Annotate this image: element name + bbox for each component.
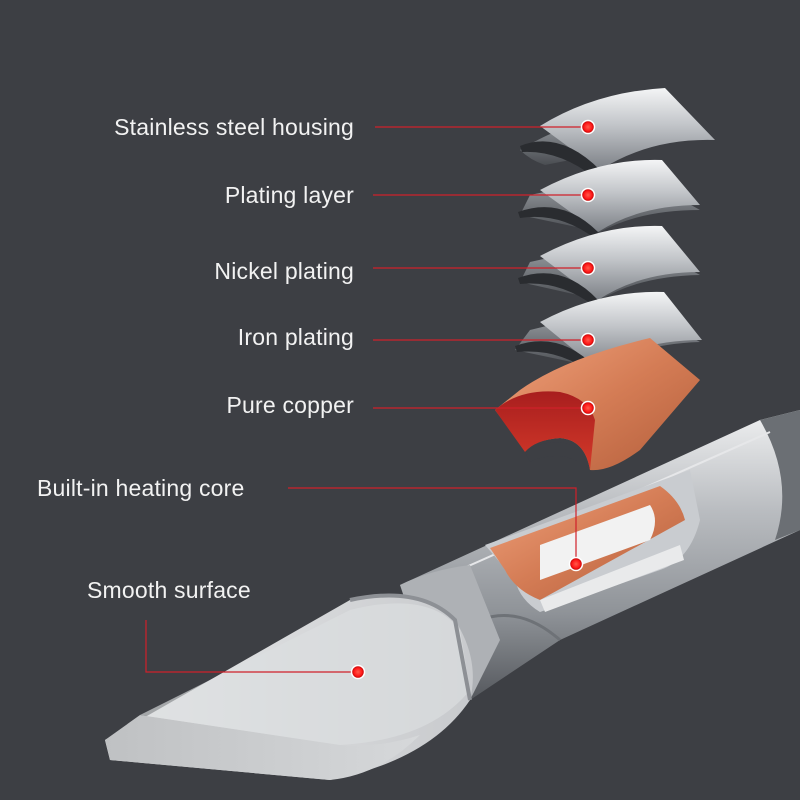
label-pure-copper: Pure copper [226, 392, 354, 418]
chisel-blade [105, 593, 473, 780]
label-nickel-plating: Nickel plating [214, 258, 354, 284]
leader-line-core [288, 487, 577, 564]
housing-shell-layer [520, 88, 715, 178]
nickel-shell-layer [518, 225, 700, 306]
label-plating-layer: Plating layer [224, 182, 354, 208]
plating-shell-layer [518, 159, 700, 238]
marker-dots [350, 119, 596, 680]
marker-dot-copper [580, 400, 596, 416]
marker-dot-nickel [580, 260, 596, 276]
marker-dot-iron [580, 332, 596, 348]
label-built-in-heating-core: Built-in heating core [37, 475, 245, 501]
marker-dot-plating [580, 187, 596, 203]
marker-dot-housing [580, 119, 596, 135]
leader-line-surface [145, 620, 358, 673]
leader-lines [145, 126, 588, 673]
copper-shell-layer [495, 338, 700, 471]
marker-dot-core [568, 556, 584, 572]
label-smooth-surface: Smooth surface [87, 577, 251, 603]
label-iron-plating: Iron plating [237, 324, 354, 350]
iron-shell-layer [515, 291, 702, 374]
marker-dot-surface [350, 664, 366, 680]
label-stainless-steel-housing: Stainless steel housing [114, 114, 354, 140]
heating-core-cutaway [485, 470, 700, 612]
